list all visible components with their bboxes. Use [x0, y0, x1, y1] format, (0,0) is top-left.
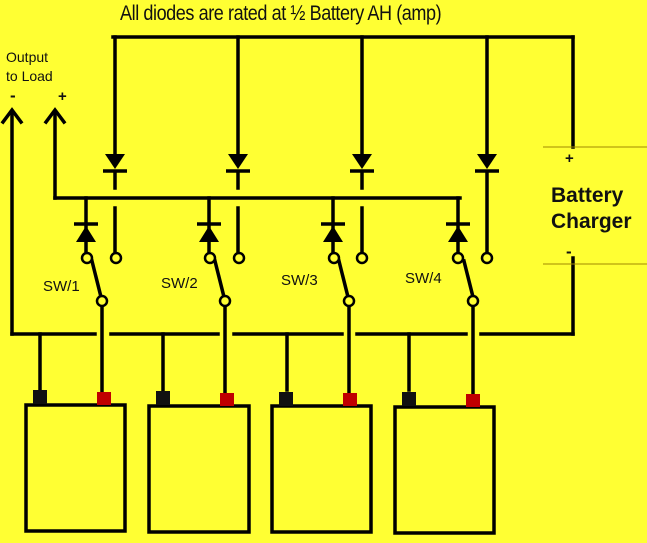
switch-2-lever [212, 258, 227, 300]
switch-1-charge-terminal[interactable] [109, 251, 123, 265]
battery-4 [393, 405, 496, 535]
switch-4-common-terminal[interactable] [466, 294, 480, 308]
output-label-line1: Output [6, 49, 49, 65]
battery-3-negative-terminal [279, 392, 293, 406]
battery-charger-label: Battery Charger [551, 183, 632, 235]
switch-1-lever [89, 258, 104, 300]
switch-4-lever [461, 258, 476, 300]
battery-2-negative-terminal [156, 391, 170, 405]
top-diode-4-icon [475, 154, 499, 173]
output-negative-arrow-icon [0, 107, 24, 125]
output-positive-sign: + [58, 88, 67, 105]
charger-label-line2: Charger [551, 210, 632, 233]
top-diode-2-icon [226, 154, 250, 173]
switch-3-common-terminal[interactable] [342, 294, 356, 308]
battery-2-positive-terminal [220, 393, 234, 406]
battery-1-positive-terminal [97, 392, 111, 405]
switch-4-label: SW/4 [405, 270, 442, 287]
lower-diode-4-icon [446, 222, 470, 242]
battery-1-negative-terminal [33, 390, 47, 404]
output-label: Output to Load [6, 48, 53, 86]
battery-1 [24, 403, 127, 533]
switch-2-common-terminal[interactable] [218, 294, 232, 308]
switch-2-label: SW/2 [161, 275, 198, 292]
charger-label-line1: Battery [551, 184, 624, 207]
diagram-title: All diodes are rated at ½ Battery AH (am… [120, 2, 442, 25]
battery-3 [270, 404, 373, 534]
battery-4-negative-terminal [402, 392, 416, 406]
charger-positive-sign: + [565, 150, 574, 167]
switch-3-lever [336, 258, 351, 300]
switch-3-label: SW/3 [281, 272, 318, 289]
lower-diode-3-icon [321, 222, 345, 242]
switch-4-output-terminal[interactable] [451, 251, 465, 265]
switch-1-output-terminal[interactable] [80, 251, 94, 265]
battery-4-positive-terminal [466, 394, 480, 407]
switch-1-label: SW/1 [43, 278, 80, 295]
output-label-line2: to Load [6, 68, 53, 84]
battery-3-positive-terminal [343, 393, 357, 406]
top-diode-3-icon [350, 154, 374, 173]
output-negative-sign: - [10, 86, 16, 105]
switch-2-output-terminal[interactable] [203, 251, 217, 265]
lower-diode-2-icon [197, 222, 221, 242]
switch-4-charge-terminal[interactable] [480, 251, 494, 265]
switch-2-charge-terminal[interactable] [232, 251, 246, 265]
battery-2 [147, 404, 251, 534]
lower-diode-1-icon [74, 222, 98, 242]
top-diode-1-icon [103, 154, 127, 173]
switch-3-charge-terminal[interactable] [355, 251, 369, 265]
switch-3-output-terminal[interactable] [327, 251, 341, 265]
switch-1-common-terminal[interactable] [95, 294, 109, 308]
output-positive-arrow-icon [43, 107, 67, 125]
charger-negative-sign: - [566, 242, 572, 261]
